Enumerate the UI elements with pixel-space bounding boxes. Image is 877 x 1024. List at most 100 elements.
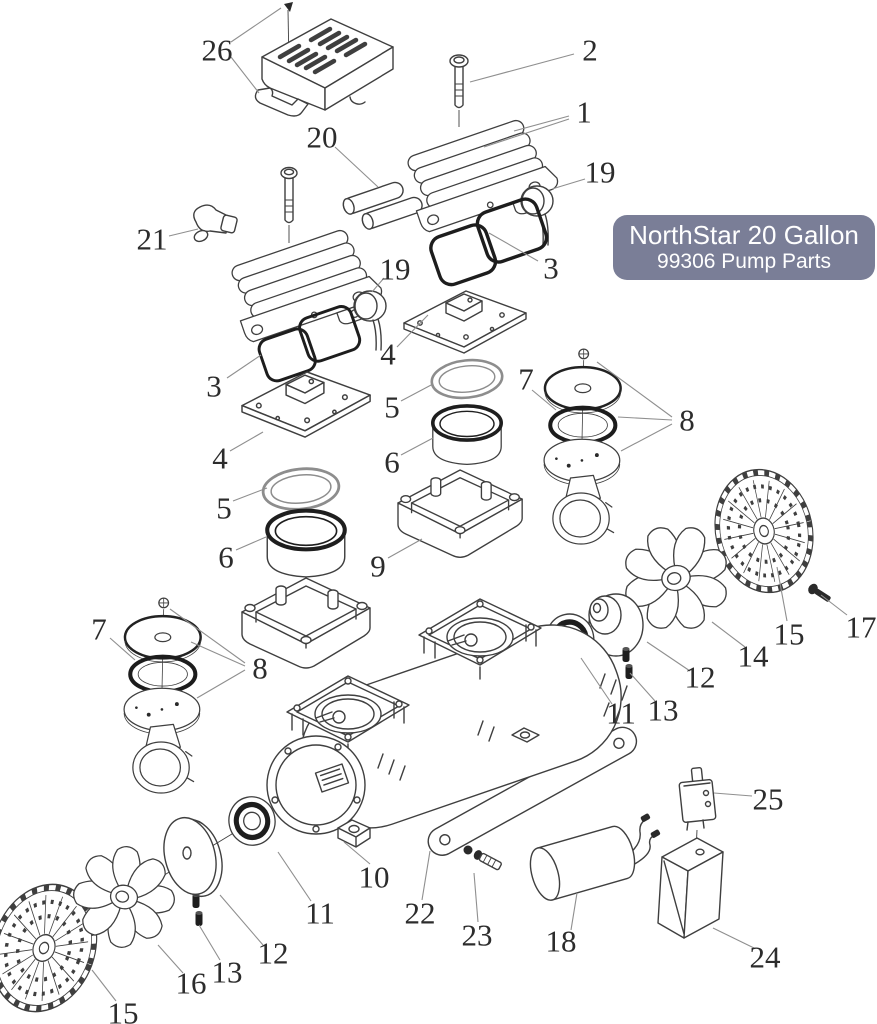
part-7-8-piston-assembly-right	[544, 349, 621, 544]
callout-number-26: 26	[202, 33, 233, 68]
callout-number-18: 18	[546, 924, 577, 959]
leader-line-13	[198, 924, 221, 961]
part-26-clip	[254, 87, 309, 117]
leader-line-22	[421, 850, 431, 901]
part-24-switch-cover	[657, 837, 724, 939]
callout-number-17: 17	[846, 610, 877, 645]
part-2-head-bolt	[449, 54, 469, 127]
part-13-pin	[622, 647, 630, 662]
callout-number-24: 24	[750, 940, 782, 975]
leader-line-14	[711, 621, 746, 648]
leader-line-8	[196, 669, 246, 699]
part-25-switch	[678, 767, 717, 873]
part-10-pump-body	[266, 598, 628, 848]
callout-number-20: 20	[307, 120, 338, 155]
leader-line-6	[235, 536, 267, 551]
callout-number-11: 11	[305, 896, 335, 931]
cover-vent-slots	[277, 26, 368, 75]
callout-number-5: 5	[216, 491, 232, 526]
mounting-feet	[337, 727, 540, 848]
leader-line-3	[488, 232, 539, 262]
part-13-pin	[625, 664, 633, 679]
callout-number-8: 8	[679, 403, 695, 438]
leader-line-20	[334, 146, 379, 188]
leader-line-15	[776, 566, 788, 622]
callout-number-5: 5	[384, 390, 400, 425]
leader-line-12	[646, 641, 691, 672]
leader-line-13	[629, 672, 656, 702]
callout-number-4: 4	[212, 441, 228, 476]
part-1-cylinder-head-left	[222, 223, 390, 358]
callout-number-12: 12	[685, 660, 716, 695]
callout-number-21: 21	[137, 222, 168, 257]
leader-line-26	[230, 56, 260, 94]
leader-line-25	[713, 792, 753, 797]
callout-number-1: 1	[576, 95, 592, 130]
callout-number-11: 11	[606, 696, 636, 731]
leader-line-1	[483, 118, 570, 148]
part-17-screw	[808, 583, 831, 602]
callout-number-22: 22	[405, 896, 436, 931]
callout-number-23: 23	[462, 918, 493, 953]
callout-number-13: 13	[212, 955, 243, 990]
body-vent-slots	[377, 673, 628, 781]
body-flange-left	[286, 675, 410, 757]
leader-line-10	[343, 841, 371, 865]
leader-line-8	[190, 641, 246, 667]
part-12-drive-disc-left	[163, 816, 223, 898]
callout-number-2: 2	[582, 33, 598, 68]
leader-line-15	[91, 969, 117, 1002]
leader-line-7	[531, 389, 557, 411]
body-flange-right	[418, 598, 542, 680]
leader-line-26	[230, 7, 282, 43]
callout-number-15: 15	[774, 617, 805, 652]
leader-line-8	[596, 361, 673, 418]
leader-line-5	[232, 487, 268, 502]
callout-number-6: 6	[384, 445, 400, 480]
leader-line-23	[473, 872, 479, 923]
callout-number-25: 25	[753, 782, 784, 817]
part-5-oring-left	[259, 463, 343, 515]
callout-number-7: 7	[91, 612, 107, 647]
part-2-head-bolt	[280, 166, 298, 243]
callout-number-15: 15	[108, 996, 139, 1024]
leader-line-12	[219, 894, 264, 946]
leader-line-19	[551, 178, 586, 190]
leader-line-1	[513, 115, 570, 132]
callout-number-9: 9	[370, 549, 386, 584]
part-13-pin	[195, 911, 203, 926]
part-7-8-piston-assembly-left	[124, 598, 201, 793]
badge-subtitle: 99306 Pump Parts	[657, 250, 831, 274]
leader-line-3	[226, 354, 262, 379]
leader-line-24	[712, 927, 755, 949]
leader-line-6	[400, 437, 434, 456]
leader-line-8	[169, 608, 246, 664]
part-5-oring-right	[428, 355, 506, 403]
leader-line-8	[620, 423, 673, 452]
callout-number-6: 6	[218, 540, 234, 575]
part-21-elbow-fitting	[193, 204, 238, 243]
part-4-valve-plate-left	[241, 371, 371, 438]
callout-number-7: 7	[518, 362, 534, 397]
part-19-cap-right	[520, 185, 554, 246]
leader-line-8	[617, 416, 673, 421]
part-18-capacitor	[529, 813, 661, 901]
part-4-valve-plate-right	[403, 290, 527, 354]
part-9-crankcase-box-right	[397, 469, 523, 558]
callout-number-3: 3	[543, 251, 559, 286]
callout-number-10: 10	[359, 860, 390, 895]
callout-number-19: 19	[585, 155, 616, 190]
callout-number-4: 4	[380, 337, 396, 372]
part-15-flywheel-right	[704, 460, 824, 601]
callout-number-19: 19	[380, 252, 411, 287]
leader-line-11	[277, 851, 312, 902]
part-6-sleeve-right	[430, 404, 504, 467]
part-26-filter-cover	[254, 2, 394, 117]
callout-number-14: 14	[738, 639, 770, 674]
part-20-cylinder-tube	[342, 181, 423, 230]
callout-number-8: 8	[252, 651, 268, 686]
leader-line-5	[400, 383, 434, 402]
